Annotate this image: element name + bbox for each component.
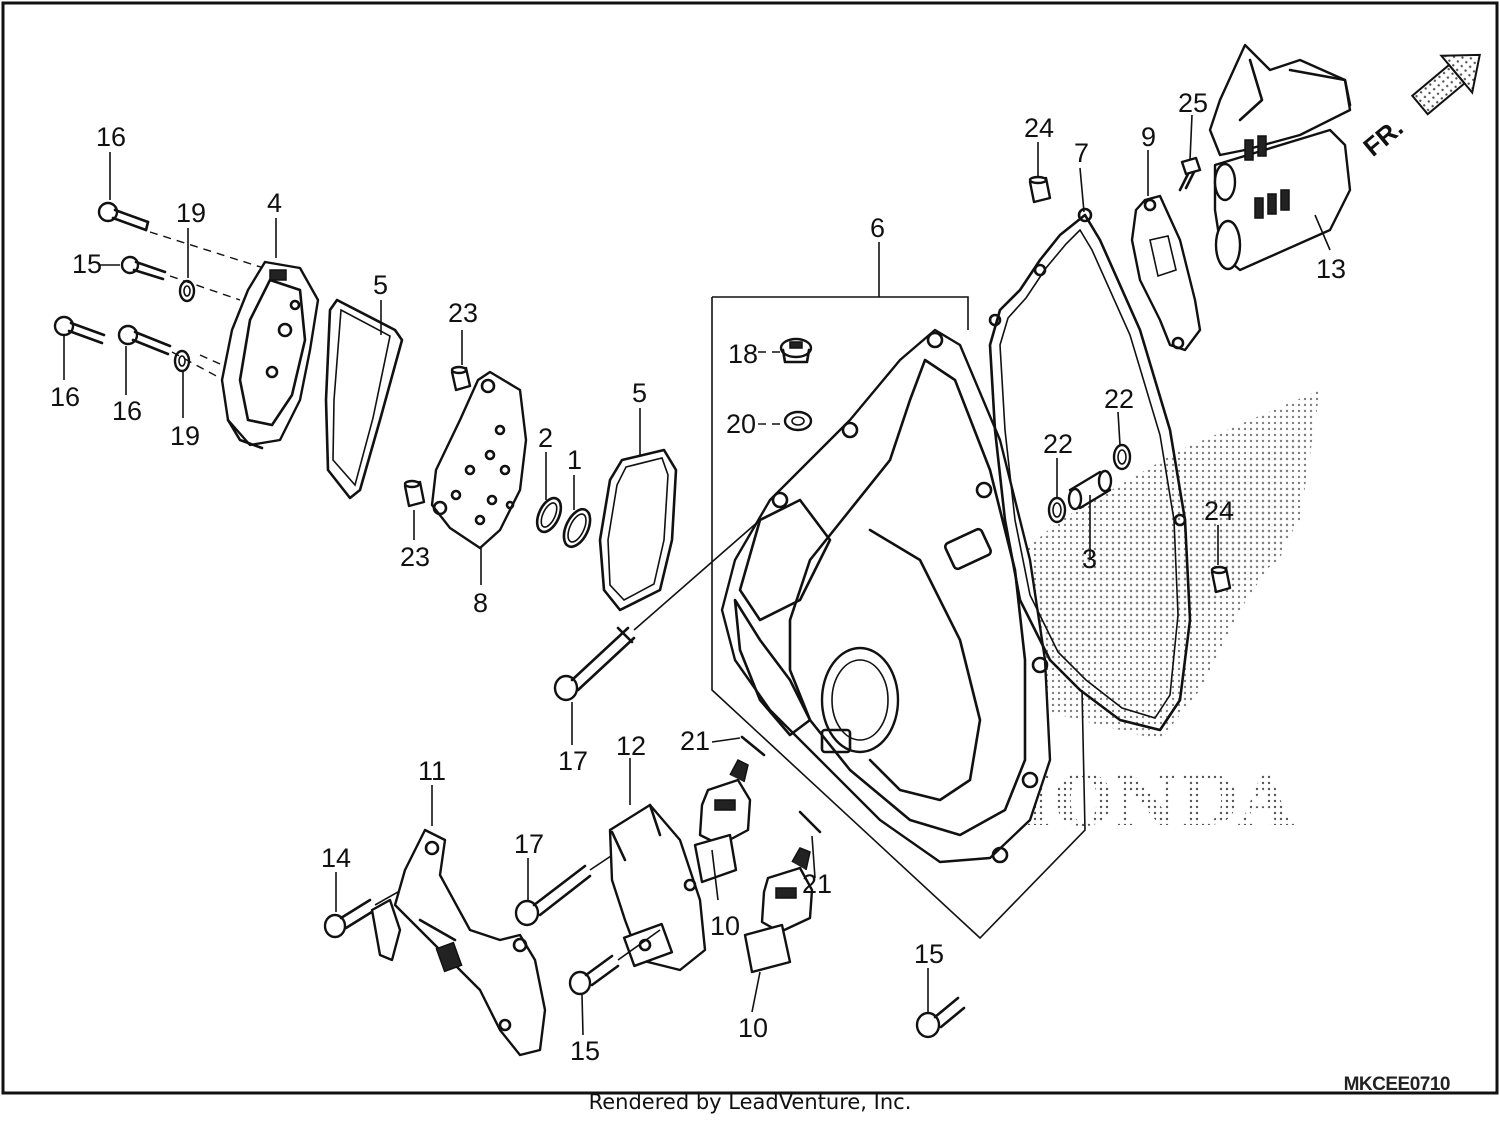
dowel-pin-23-top [450, 365, 472, 392]
callout-21: 21 [802, 869, 832, 899]
pin-21-lower [798, 810, 822, 834]
bolt-15-bottom-left [568, 954, 620, 996]
callout-15: 15 [570, 1036, 600, 1066]
callout-17: 17 [514, 829, 544, 859]
cover-4 [220, 260, 320, 450]
bolt-17-long [553, 626, 636, 702]
callout-21: 21 [680, 726, 710, 756]
gasket-5-right [598, 448, 678, 612]
separator-plate-8 [430, 370, 528, 550]
cover-6-bracket-line [711, 296, 1086, 940]
callout-19: 19 [170, 421, 200, 451]
bolt-guide-lines [149, 231, 271, 379]
pipe-3 [1067, 469, 1113, 511]
sensor-10-lower [743, 847, 814, 974]
crankcase-cover-6 [720, 328, 1052, 864]
callout-18: 18 [728, 339, 758, 369]
callout-5: 5 [373, 270, 388, 300]
dowel-pin-23-bottom [403, 479, 426, 508]
callout-23: 23 [448, 298, 478, 328]
bracket-11 [370, 828, 547, 1057]
callout-9: 9 [1141, 122, 1156, 152]
bolt-17-short [514, 864, 592, 927]
honda-wing-watermark [960, 390, 1320, 740]
callout-24: 24 [1204, 496, 1234, 526]
bolt-16-lower-left [53, 315, 106, 345]
callout-8: 8 [473, 588, 488, 618]
callout-14: 14 [321, 843, 351, 873]
callout-20: 20 [726, 409, 756, 439]
callout-24: 24 [1024, 113, 1054, 143]
bracket-12 [608, 803, 707, 972]
front-direction-label: FR. [1357, 112, 1408, 162]
diagram-code: MKCEE0710 [1343, 1074, 1451, 1095]
gasket-7 [988, 207, 1192, 732]
bolt-25 [1178, 156, 1202, 192]
callout-1: 1 [567, 445, 582, 475]
callout-7: 7 [1074, 138, 1089, 168]
washer-20 [783, 410, 813, 432]
washer-19-top [178, 279, 196, 303]
o-ring-2 [535, 496, 563, 534]
callout-16: 16 [112, 396, 142, 426]
callout-22: 22 [1043, 429, 1073, 459]
seal-22-left [1047, 496, 1067, 524]
dowel-pin-24-right [1210, 565, 1232, 594]
callout-10: 10 [710, 911, 740, 941]
bolt-14 [323, 898, 377, 939]
callout-16: 16 [50, 382, 80, 412]
diagram-border [1, 1, 1499, 1095]
leader-lines [63, 114, 1331, 1036]
callout-17: 17 [558, 746, 588, 776]
callout-25: 25 [1178, 88, 1208, 118]
callout-2: 2 [538, 423, 553, 453]
callout-16: 16 [96, 122, 126, 152]
callout-12: 12 [616, 731, 646, 761]
seal-22-right [1112, 443, 1132, 471]
callout-19: 19 [176, 198, 206, 228]
solenoid-valve-13 [1208, 43, 1352, 272]
bolt-15-left [120, 255, 167, 281]
callout-23: 23 [400, 542, 430, 572]
plug-18 [779, 337, 813, 364]
callout-5: 5 [632, 378, 647, 408]
callout-10: 10 [738, 1013, 768, 1043]
callout-labels: 16 19 4 15 16 16 19 5 23 23 8 2 1 5 6 18… [50, 88, 1346, 1066]
sensor-10-upper [693, 759, 752, 884]
callout-6: 6 [870, 213, 885, 243]
bolt-16-top [97, 201, 150, 232]
callout-13: 13 [1316, 254, 1346, 284]
dowel-pin-24-top [1028, 175, 1052, 204]
footer-credit: Rendered by LeadVenture, Inc. [588, 1090, 912, 1114]
callout-22: 22 [1104, 384, 1134, 414]
callout-3: 3 [1082, 544, 1097, 574]
pin-21-upper [740, 735, 766, 757]
front-direction-arrow-icon: FR. [1357, 53, 1481, 162]
plate-9 [1130, 194, 1202, 352]
gasket-5-left [324, 298, 404, 500]
callout-4: 4 [267, 188, 282, 218]
o-ring-1 [562, 507, 592, 549]
callout-11: 11 [418, 756, 446, 786]
callout-15: 15 [72, 249, 102, 279]
callout-15: 15 [914, 939, 944, 969]
bolt-15-bottom-right [915, 996, 966, 1039]
bolt-16-lower-right [117, 324, 172, 356]
